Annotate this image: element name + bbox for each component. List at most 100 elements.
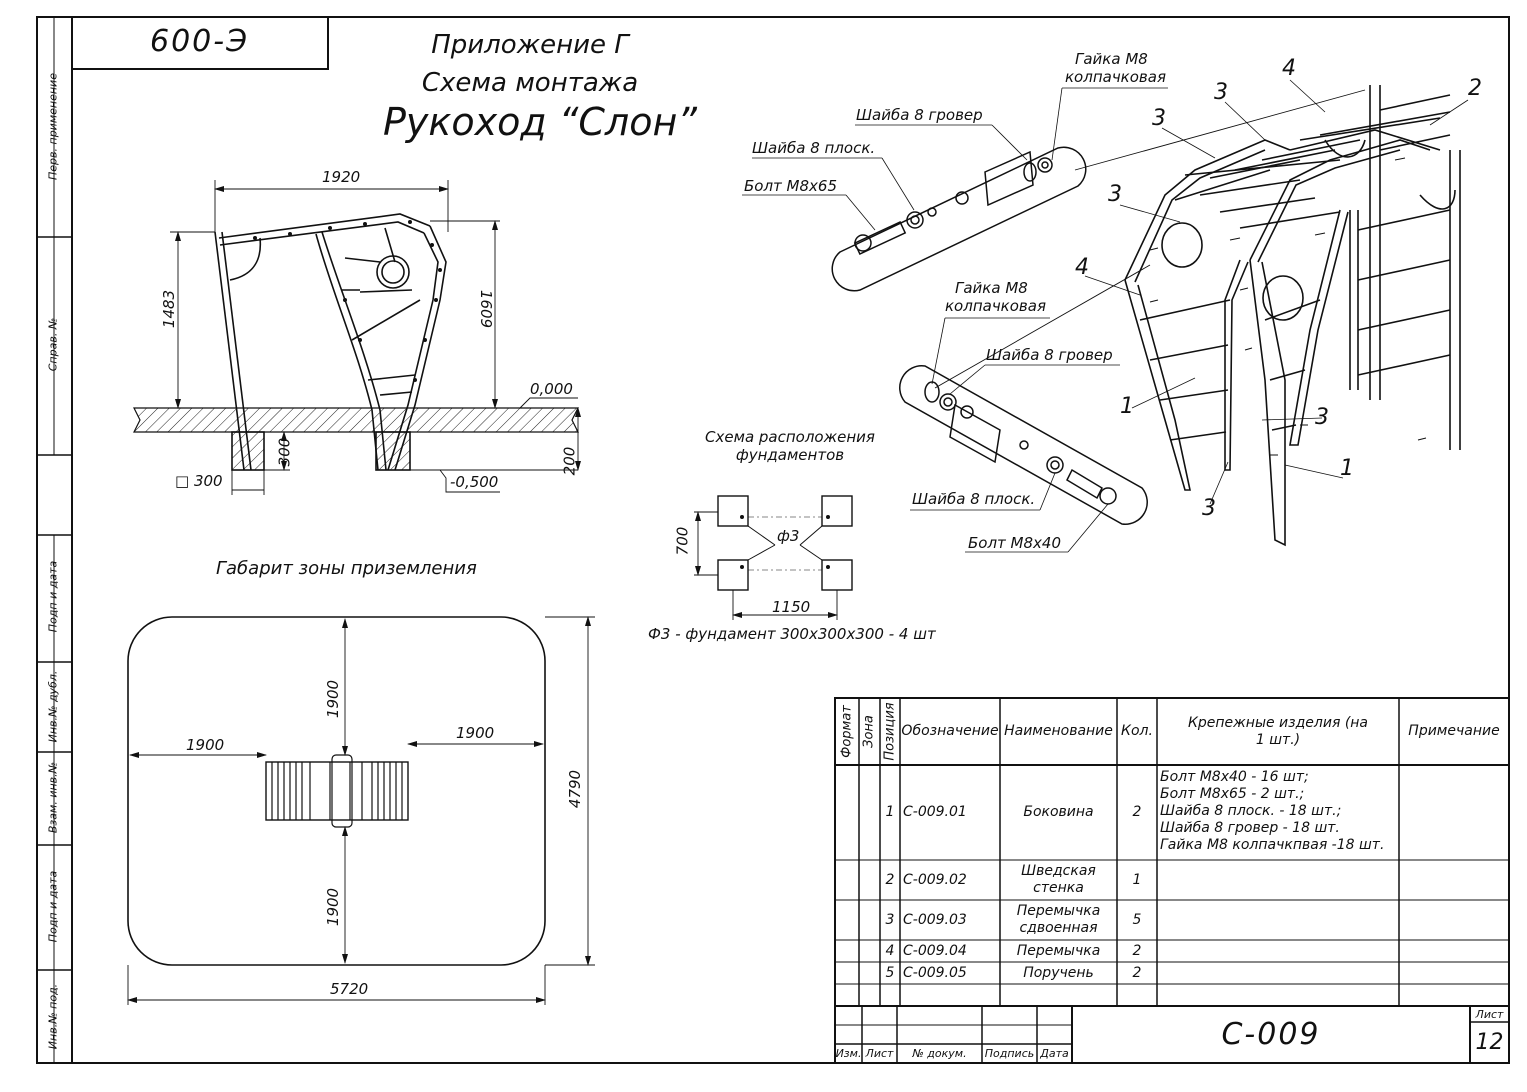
iso-label-4a: 4 bbox=[1282, 56, 1296, 81]
foundation-caption-2: фундаментов bbox=[735, 446, 845, 464]
title-line2: Схема монтажа bbox=[421, 68, 639, 98]
side-view bbox=[133, 180, 581, 495]
row3-pos: 3 bbox=[885, 911, 895, 928]
foundation-size: □ 300 bbox=[175, 472, 223, 490]
dim-height-1483: 1483 bbox=[160, 289, 179, 329]
iso-label-1b: 1 bbox=[1340, 456, 1354, 481]
dim-height-1609: 1609 bbox=[477, 289, 496, 329]
row1-qty: 2 bbox=[1132, 804, 1142, 820]
row3-qty: 5 bbox=[1132, 911, 1142, 928]
foundation-scheme bbox=[694, 495, 853, 620]
detail-bottom-nut: Гайка М8 bbox=[955, 279, 1028, 297]
fastener-line: Болт М8х65 - 2 шт.; bbox=[1160, 786, 1305, 802]
row5-designation: С-009.05 bbox=[903, 964, 967, 981]
level-minus-0500: -0,500 bbox=[450, 473, 499, 491]
th-note: Примечание bbox=[1408, 723, 1500, 739]
row2-qty: 1 bbox=[1132, 871, 1142, 888]
row3-name: Перемычка сдвоенная bbox=[1016, 903, 1101, 936]
zone-caption: Габарит зоны приземления bbox=[216, 558, 477, 579]
tb-col-doc: № докум. bbox=[912, 1047, 967, 1060]
row5-pos: 5 bbox=[885, 964, 895, 981]
drawing-code: 600-Э bbox=[150, 24, 250, 59]
zone-dim-bottom: 1900 bbox=[324, 887, 343, 927]
zone-dim-total-height: 4790 bbox=[566, 769, 585, 809]
landing-zone bbox=[127, 616, 595, 1005]
row5-qty: 2 bbox=[1132, 964, 1142, 981]
detail-top-nut-type: колпачковая bbox=[1065, 68, 1166, 86]
detail-top-fastener bbox=[742, 87, 1366, 292]
title-block-grid bbox=[834, 1005, 1510, 1064]
foundation-note: Ф3 - фундамент 300х300х300 - 4 шт bbox=[648, 625, 936, 643]
fastener-line: Шайба 8 плоск. - 18 шт.; bbox=[1160, 803, 1342, 819]
iso-label-3c: 3 bbox=[1108, 182, 1122, 207]
detail-top-washer-flat: Шайба 8 плоск. bbox=[752, 139, 876, 157]
zone-dim-top: 1900 bbox=[324, 679, 343, 719]
foundation-label: ф3 bbox=[777, 527, 800, 545]
code-stamp-box bbox=[71, 16, 329, 70]
tb-col-date: Дата bbox=[1040, 1047, 1069, 1060]
row2-name: Шведская стенка bbox=[1021, 863, 1096, 896]
row5-name: Поручень bbox=[1023, 964, 1094, 981]
tb-code: С-009 bbox=[1221, 1017, 1321, 1052]
iso-label-3b: 3 bbox=[1152, 106, 1166, 131]
level-0000: 0,000 bbox=[530, 380, 573, 398]
tb-col-sign: Подпись bbox=[984, 1047, 1035, 1060]
th-format: Формат bbox=[839, 705, 855, 758]
iso-label-3d: 3 bbox=[1315, 405, 1329, 430]
detail-top-bolt: Болт М8х65 bbox=[744, 177, 838, 195]
zone-dim-right: 1900 bbox=[456, 724, 495, 742]
detail-top-washer-grover: Шайба 8 гровер bbox=[856, 106, 983, 124]
strip-inv-pod: Инв.№ под. bbox=[46, 983, 60, 1050]
title-line3: Рукоход “Слон” bbox=[383, 100, 697, 144]
fastener-line: Болт М8х40 - 16 шт; bbox=[1160, 769, 1309, 785]
foundation-dim-700: 700 bbox=[673, 526, 692, 556]
tb-col-list: Лист bbox=[865, 1047, 894, 1060]
detail-bottom-washer-flat: Шайба 8 плоск. bbox=[912, 490, 1036, 508]
detail-bottom-fastener bbox=[899, 264, 1151, 553]
dim-foundation-300: 300 bbox=[275, 437, 294, 467]
fastener-line: Шайба 8 гровер - 18 шт. bbox=[1160, 820, 1340, 836]
spec-table-grid bbox=[834, 697, 1510, 1007]
th-designation: Обозначение bbox=[901, 723, 999, 739]
zone-dim-left: 1900 bbox=[186, 736, 225, 754]
th-name: Наименование bbox=[1004, 723, 1113, 739]
tb-sheet-label: Лист bbox=[1475, 1007, 1504, 1021]
tb-sheet-no: 12 bbox=[1475, 1030, 1504, 1055]
title-line1: Приложение Г bbox=[431, 30, 629, 60]
foundation-caption-1: Схема расположения bbox=[705, 428, 875, 446]
isometric-view bbox=[1084, 79, 1469, 547]
row4-designation: С-009.04 bbox=[903, 942, 967, 959]
th-zone: Зона bbox=[861, 715, 877, 748]
tb-col-izm: Изм. bbox=[835, 1047, 862, 1060]
row3-designation: С-009.03 bbox=[903, 911, 967, 928]
iso-label-3e: 3 bbox=[1202, 496, 1216, 521]
fastener-line: Гайка М8 колпачкпвая -18 шт. bbox=[1160, 837, 1385, 853]
detail-bottom-nut-type: колпачковая bbox=[945, 297, 1046, 315]
strip-perv-primenenie: Перв. применение bbox=[46, 73, 60, 180]
th-position: Позиция bbox=[882, 702, 898, 761]
th-fasteners: Крепежные изделия (на 1 шт.) bbox=[1187, 714, 1369, 748]
dim-depth-200: 200 bbox=[560, 446, 579, 476]
row1-pos: 1 bbox=[885, 804, 895, 820]
iso-label-4b: 4 bbox=[1075, 255, 1089, 280]
foundation-dim-1150: 1150 bbox=[772, 598, 811, 616]
row4-qty: 2 bbox=[1132, 942, 1142, 959]
row2-pos: 2 bbox=[885, 871, 895, 888]
iso-label-2: 2 bbox=[1468, 76, 1482, 101]
row1-fasteners: Болт М8х40 - 16 шт; Болт М8х65 - 2 шт.; … bbox=[1160, 769, 1384, 854]
detail-top-nut: Гайка М8 bbox=[1075, 50, 1148, 68]
row2-designation: С-009.02 bbox=[903, 871, 967, 888]
row4-pos: 4 bbox=[885, 942, 895, 959]
iso-label-3a: 3 bbox=[1214, 80, 1228, 105]
detail-bottom-washer-grover: Шайба 8 гровер bbox=[986, 346, 1113, 364]
strip-sprav-no: Справ. № bbox=[46, 317, 60, 372]
row1-name: Боковина bbox=[1023, 804, 1094, 820]
iso-label-1a: 1 bbox=[1120, 394, 1134, 419]
row1-designation: С-009.01 bbox=[903, 804, 967, 820]
row4-name: Перемычка bbox=[1016, 942, 1101, 959]
outer-frame bbox=[36, 16, 1510, 1064]
dim-width-1920: 1920 bbox=[322, 168, 361, 186]
detail-bottom-bolt: Болт М8х40 bbox=[968, 534, 1062, 552]
th-qty: Кол. bbox=[1121, 723, 1153, 739]
